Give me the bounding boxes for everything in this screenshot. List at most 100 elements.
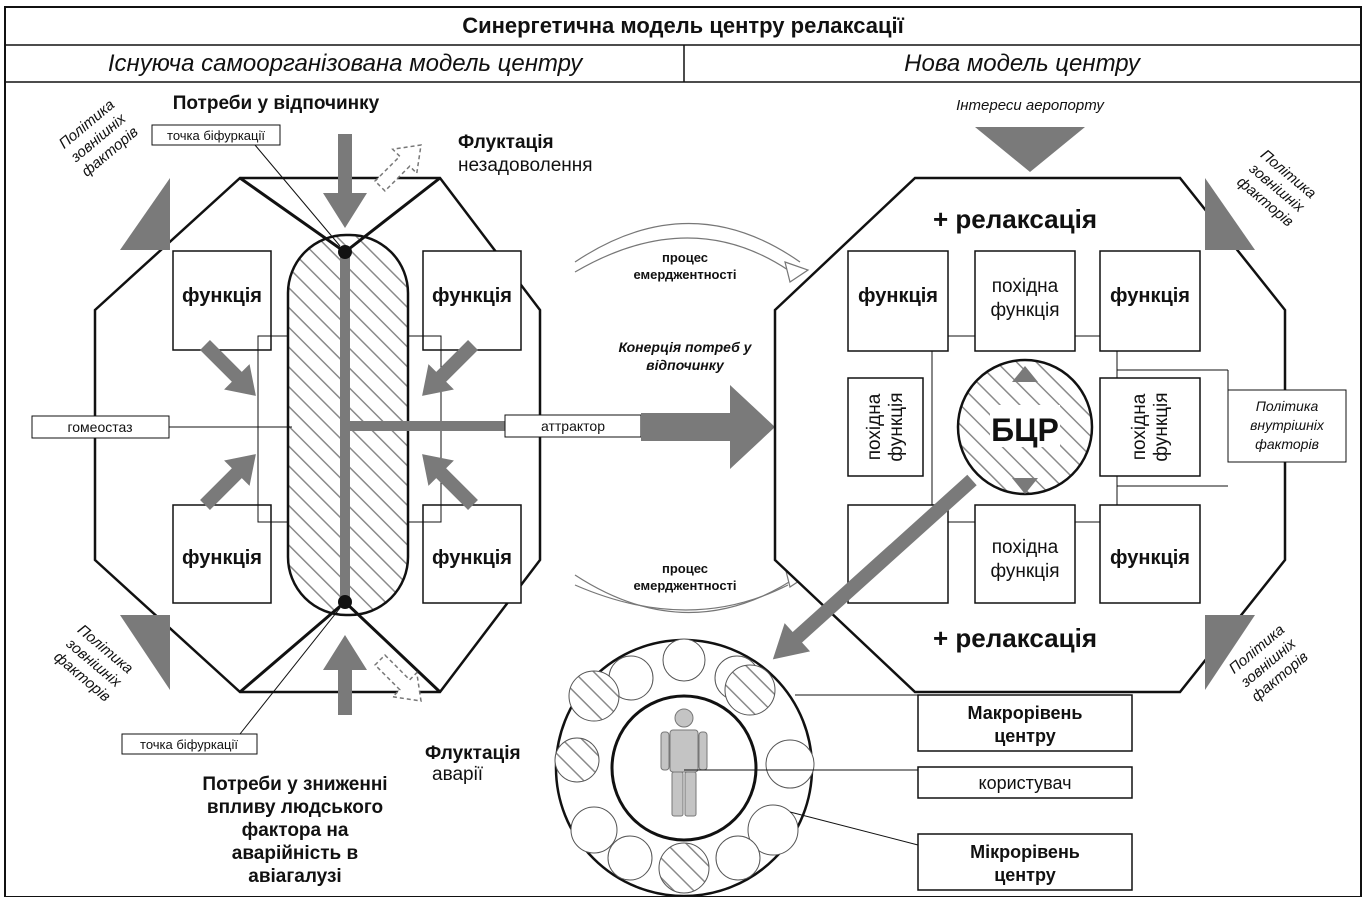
- bifurcation-label-bottom: точка біфуркації: [140, 737, 238, 752]
- left-function-label: функція: [182, 285, 262, 307]
- derived-right-text: похідна функція: [1129, 392, 1172, 461]
- emergence-arc-bottom: [574, 574, 801, 614]
- left-function-box-bl: [172, 504, 272, 604]
- bcr-to-user-arrow: [772, 474, 977, 660]
- right-function-label: функція: [1110, 547, 1190, 569]
- needs-rest-label: Потреби у відпочинку: [173, 93, 380, 114]
- derived-line: функція: [990, 300, 1059, 321]
- derived-line: функція: [1151, 392, 1172, 461]
- right-function-label: функція: [1110, 285, 1190, 307]
- derived-line: похідна: [992, 537, 1059, 558]
- derived-line: похідна: [1129, 393, 1150, 460]
- emergence-top-line: емерджентності: [633, 267, 736, 282]
- fluctuation-bottom-title: Флуктація: [425, 743, 521, 764]
- left-function-box-br: [422, 504, 522, 604]
- right-function-box-br: [1099, 504, 1201, 604]
- left-function-label: функція: [182, 547, 262, 569]
- derived-line: функція: [990, 561, 1059, 582]
- derived-line: похідна: [992, 276, 1059, 297]
- needs-bottom-line: впливу людського: [207, 797, 383, 818]
- bcr-label-bg: [990, 405, 1060, 447]
- policy-triangle-left-top: [120, 178, 170, 250]
- emergence-arc-top: [574, 223, 801, 263]
- left-function-label: функція: [432, 547, 512, 569]
- relaxation-bottom: + релаксація: [933, 623, 1097, 653]
- micro-level-line: Мікрорівень: [970, 842, 1080, 862]
- policy-triangle-right-top: [1205, 178, 1255, 250]
- bifurcation-label-top: точка біфуркації: [167, 128, 265, 143]
- policy-int-line: Політика: [1256, 398, 1319, 414]
- policy-triangle-left-bottom: [120, 615, 170, 690]
- right-function-box-tl: [847, 250, 949, 352]
- derived-function-box-top: [974, 250, 1076, 352]
- needs-arrow-up: [323, 635, 367, 715]
- derived-left-text: похідна функція: [864, 392, 907, 461]
- micro-unit: [765, 739, 815, 789]
- attractor-label: аттрактор: [541, 418, 605, 434]
- arrow-tl: [200, 340, 256, 396]
- attractor-arrow: [641, 385, 775, 469]
- micro-unit: [747, 804, 799, 856]
- derived-line: функція: [886, 392, 907, 461]
- micro-level-box: [917, 833, 1133, 891]
- arrow-tr: [422, 340, 478, 396]
- needs-bottom-line: авіагалузі: [248, 866, 341, 887]
- arrow-bl: [200, 454, 256, 510]
- derived-function-box-bottom: [974, 504, 1076, 604]
- bifurcation-label-top-box: [151, 124, 281, 146]
- airport-interests-label: Інтереси аеропорту: [956, 97, 1105, 114]
- emergence-bottom-line: емерджентності: [633, 578, 736, 593]
- user-label: користувач: [979, 773, 1072, 793]
- micro-unit: [715, 835, 761, 881]
- bifurcation-label-bottom-box: [121, 733, 258, 755]
- inflow-arrows: [200, 340, 478, 510]
- needs-bottom-line: фактора на: [242, 820, 349, 841]
- fluctuation-arrow-bottom: [373, 653, 422, 702]
- micro-unit-hatched: [724, 664, 776, 716]
- fluctuation-top-title: Флуктація: [458, 132, 554, 153]
- derived-function-box-right: [1099, 377, 1201, 477]
- needs-bottom-line: аварійність в: [232, 843, 358, 864]
- derived-function-box-left: [847, 377, 924, 477]
- policy-int-box: [1227, 389, 1347, 463]
- needs-bottom-line: Потреби у зниженні: [202, 774, 387, 795]
- macro-level-line: центру: [994, 726, 1056, 746]
- airport-interests-triangle: [975, 127, 1085, 172]
- bcr-arrow-up: [1012, 366, 1038, 382]
- left-function-box-tr: [422, 250, 522, 351]
- policy-triangle-right-bottom: [1205, 615, 1255, 690]
- fluctuation-top-subtitle: незадоволення: [458, 155, 593, 176]
- bifurcation-point-bottom: [338, 595, 352, 609]
- needs-bottom-label: Потреби у зниженні впливу людського факт…: [202, 774, 387, 887]
- micro-unit: [662, 638, 706, 682]
- derived-line: похідна: [864, 393, 885, 460]
- fluctuation-bottom-subtitle: аварії: [432, 764, 484, 785]
- bifurcation-point-top: [338, 245, 352, 259]
- micro-unit-hatched: [658, 842, 710, 894]
- micro-unit-hatched: [554, 737, 600, 783]
- conversion-line: Конерція потреб у: [619, 339, 753, 355]
- emergence-top-line: процес: [662, 250, 708, 265]
- emergence-bottom-line: процес: [662, 561, 708, 576]
- fluctuation-arrow-top: [373, 144, 422, 193]
- right-function-label: функція: [858, 285, 938, 307]
- left-subtitle: Існуюча самоорганізована модель центру: [108, 50, 584, 77]
- attractor-bar: [345, 421, 510, 431]
- needs-arrow-down: [323, 134, 367, 228]
- micro-unit: [570, 806, 618, 854]
- macro-level-box: [917, 694, 1133, 752]
- right-subtitle: Нова модель центру: [904, 50, 1142, 77]
- arrow-br: [422, 454, 478, 510]
- macro-level-line: Макрорівень: [968, 703, 1083, 723]
- relaxation-top: + релаксація: [933, 204, 1097, 234]
- micro-units: [554, 638, 815, 894]
- micro-unit-hatched: [568, 670, 620, 722]
- diagram-title: Синергетична модель центру релаксації: [462, 13, 904, 38]
- micro-level-line: центру: [994, 865, 1056, 885]
- user-figure-icon: [660, 708, 708, 817]
- user-label-box: [917, 766, 1133, 799]
- policy-int-line: внутрішніх: [1250, 417, 1325, 433]
- homeostasis-label: гомеостаз: [67, 419, 132, 435]
- bcr-arrow-down: [1012, 478, 1038, 494]
